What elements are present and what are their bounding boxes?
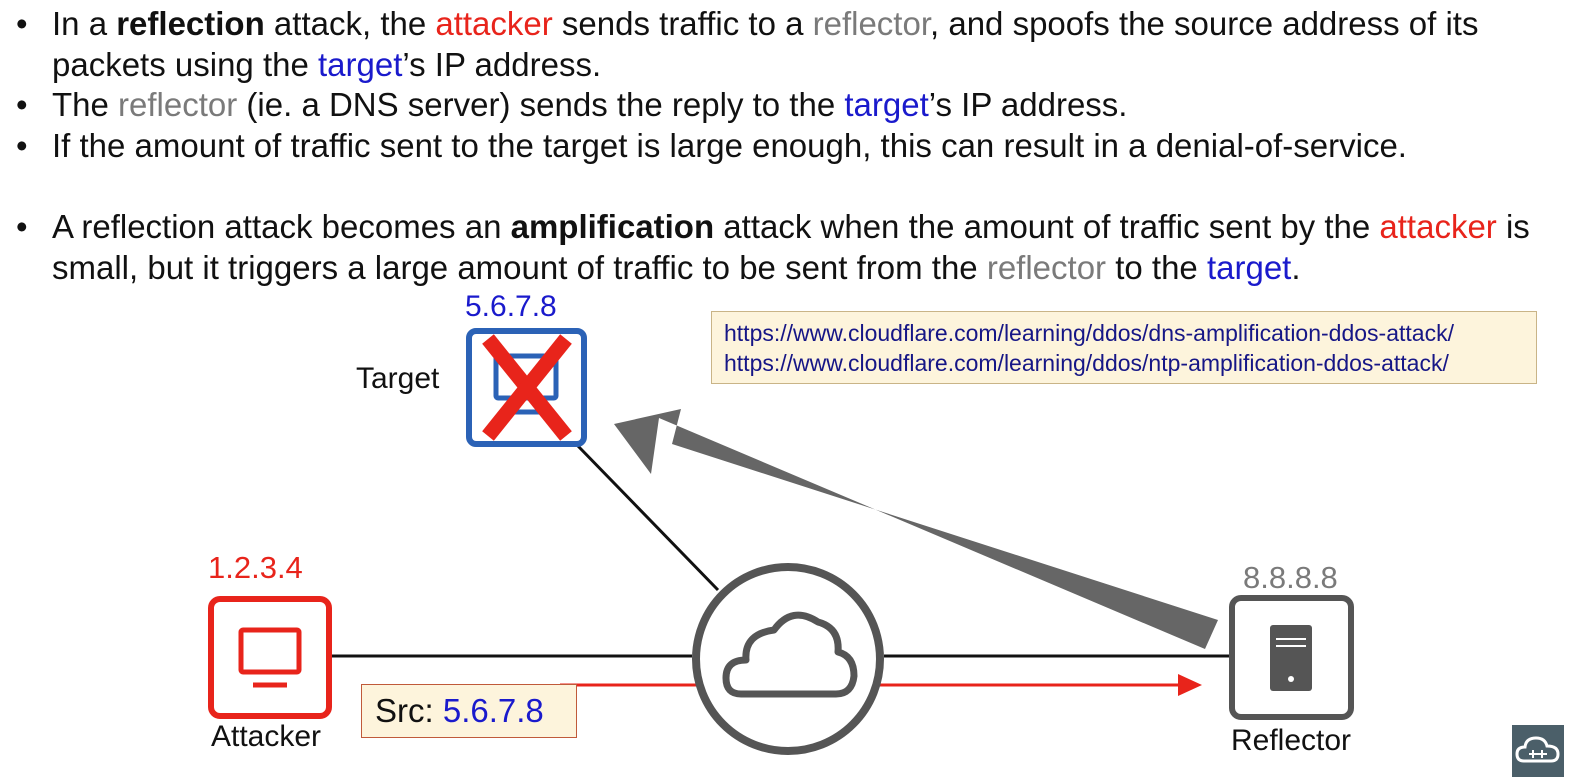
bullet-text: The reflector (ie. a DNS server) sends t… (52, 86, 1127, 123)
bullet-item: •A reflection attack becomes an amplific… (16, 208, 1530, 286)
pc-icon (238, 627, 302, 688)
bullet-text-part: . (1291, 248, 1301, 286)
target-label: Target (356, 362, 440, 395)
bullet-text: A reflection attack becomes an amplifica… (52, 208, 1530, 286)
bullet-text-part: reflector (812, 5, 930, 42)
bullet-list: •In a reflection attack, the attacker se… (12, 4, 1572, 288)
amplified-traffic-arrow (614, 409, 1218, 649)
bullet-text-part: reflector (118, 86, 238, 123)
bullet-item: •If the amount of traffic sent to the ta… (16, 126, 1407, 164)
link-target-cloud (576, 444, 720, 592)
reflector-label: Reflector (1231, 724, 1352, 757)
bullet-item: •The reflector (ie. a DNS server) sends … (16, 86, 1128, 123)
cloud-logo-icon (1512, 725, 1564, 777)
bullet-text-part: amplification (510, 208, 715, 245)
bullet-text-part: to the (1106, 248, 1207, 286)
server-icon (1270, 625, 1312, 691)
bullet-text-part: target (1206, 248, 1292, 286)
bullet-item: •In a reflection attack, the attacker se… (16, 5, 1479, 83)
bullet-text-part: ’s IP address. (402, 45, 602, 83)
bullet-text: If the amount of traffic sent to the tar… (52, 127, 1407, 164)
bullet-text-part: is small, but it triggers a large amount… (52, 208, 1530, 286)
reflector-ip: 8.8.8.8 (1243, 560, 1338, 595)
bullet-text-part: reflector (986, 248, 1107, 286)
bullet-text-part: reflection (116, 5, 265, 42)
attacker-label: Attacker (211, 720, 322, 753)
reference-link[interactable]: https://www.cloudflare.com/learning/ddos… (724, 350, 1449, 376)
bullet-text-part: target (318, 45, 403, 83)
bullet-text-part: attack when the amount of traffic sent b… (714, 208, 1380, 245)
x-mark-icon (482, 334, 572, 441)
attacker-ip: 1.2.3.4 (208, 550, 303, 585)
target-device (466, 328, 587, 447)
reflector-device (1229, 595, 1354, 720)
spoofed-source-box: Src: 5.6.7.8 (361, 684, 577, 738)
bullet-text-part: In a (52, 5, 117, 42)
bullet-text-part: , and spoofs the source address of its p… (52, 5, 1479, 83)
bullet-text-part: If the amount of traffic sent to the tar… (52, 126, 1407, 164)
target-ip: 5.6.7.8 (465, 290, 557, 323)
bullet-text-part: (ie. a DNS server) sends the reply to th… (237, 86, 845, 123)
bullet-text-part: target (844, 86, 929, 123)
bullet-text-part: attacker (435, 5, 553, 42)
src-prefix: Src: (375, 692, 443, 729)
cloud-icon (692, 563, 884, 755)
bullet-text-part: The (52, 86, 119, 123)
bullet-text-part: attacker (1379, 208, 1497, 245)
reference-links-box: https://www.cloudflare.com/learning/ddos… (711, 311, 1537, 384)
bullet-text-part: sends traffic to a (552, 5, 813, 42)
reference-link[interactable]: https://www.cloudflare.com/learning/ddos… (724, 320, 1454, 346)
bullet-text-part: A reflection attack becomes an (52, 208, 511, 245)
bullet-text: In a reflection attack, the attacker sen… (52, 5, 1478, 83)
src-value: 5.6.7.8 (442, 692, 544, 729)
attacker-device (208, 596, 332, 719)
bullet-text-part: ’s IP address. (928, 86, 1128, 123)
bullet-text-part: attack, the (264, 5, 436, 42)
